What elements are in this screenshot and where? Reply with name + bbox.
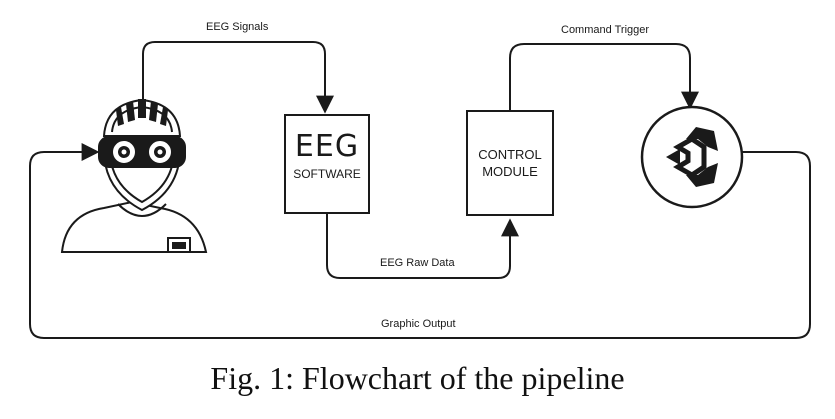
eeg-software-subtitle: SOFTWARE — [293, 167, 361, 181]
unity-logo-icon — [640, 105, 744, 209]
pipeline-flowchart: EEG SOFTWARE CONTROL MODULE EEG Signals … — [29, 21, 811, 339]
edge-graphic-output — [29, 143, 811, 339]
edge-command-trigger — [509, 43, 699, 110]
eeg-software-title: EEG — [294, 129, 360, 164]
vr-headset-user-icon — [60, 98, 208, 253]
edge-label-eeg-signals: EEG Signals — [206, 21, 269, 33]
edge-label-command-trigger: Command Trigger — [561, 24, 650, 36]
control-module-box: CONTROL MODULE — [466, 110, 554, 216]
edge-eeg-raw-data — [326, 214, 519, 279]
figure-caption: Fig. 1: Flowchart of the pipeline — [210, 360, 625, 396]
control-module-label: CONTROL MODULE — [478, 147, 542, 179]
connector-lines — [29, 41, 811, 339]
edge-eeg-signals — [142, 41, 334, 114]
edge-label-eeg-raw-data: EEG Raw Data — [380, 257, 455, 269]
eeg-software-box: EEG SOFTWARE — [284, 114, 370, 214]
edge-label-graphic-output: Graphic Output — [381, 318, 456, 330]
